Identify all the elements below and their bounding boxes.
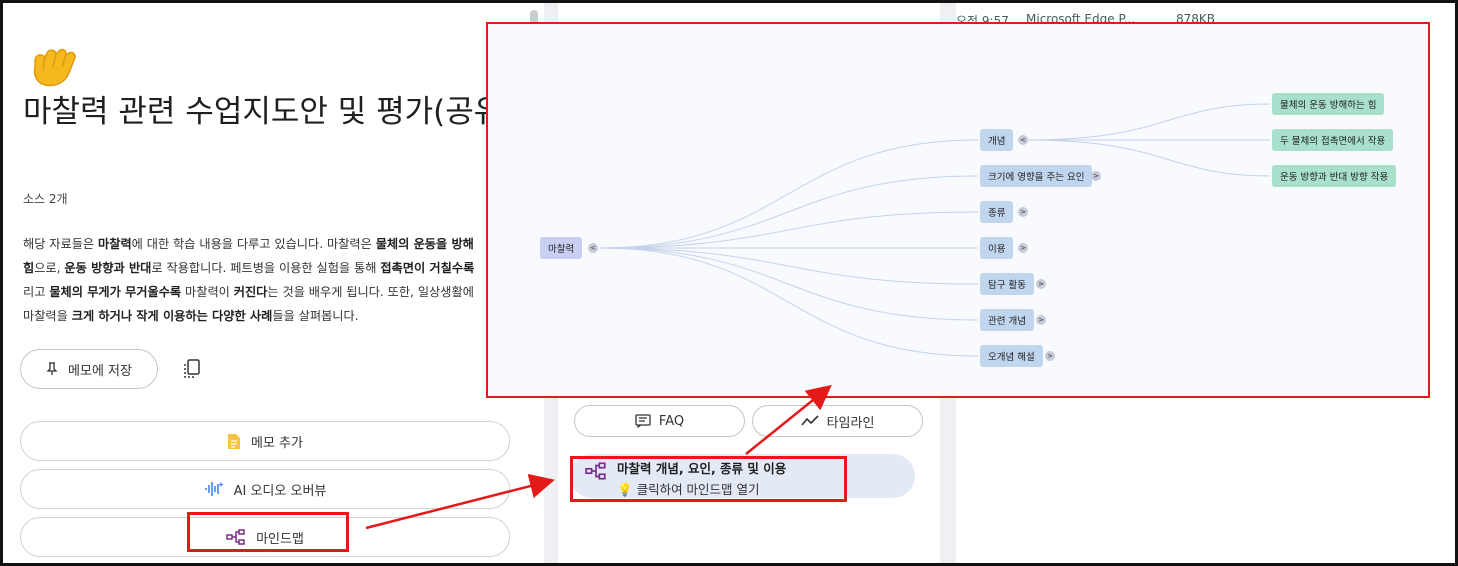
save-to-memo-button[interactable]: 메모에 저장: [20, 349, 158, 389]
annotation-box-mindmap-card: [570, 456, 847, 502]
mindmap-branch-related[interactable]: 관련 개념: [980, 309, 1034, 331]
scrollbar-thumb[interactable]: [530, 10, 538, 26]
factors-expand-toggle[interactable]: >: [1091, 171, 1101, 181]
mindmap-branch-types[interactable]: 종류: [980, 201, 1014, 223]
mindmap-branch-concept[interactable]: 개념: [980, 129, 1014, 151]
mindmap-card-icon: [585, 462, 606, 480]
mindmap-icon: [226, 529, 245, 545]
misconceptions-expand-toggle[interactable]: >: [1045, 351, 1055, 361]
notebook-panel: 마찰력 관련 수업지도안 및 평가(공유용) 소스 2개 해당 자료들은 마찰력…: [3, 3, 543, 563]
summary-text: 는 것을 배우게 됩니다. 또한, 일상생활에: [267, 285, 474, 299]
notebook-title: 마찰력 관련 수업지도안 및 평가(공유용): [23, 94, 543, 130]
audio-overview-label: AI 오디오 오버뷰: [233, 483, 327, 499]
mindmap-branch-inquiry[interactable]: 탐구 활동: [980, 273, 1034, 295]
summary-bold-text: 물체의 무게가 무거울수록: [49, 285, 182, 299]
summary-text: 마찰력이: [181, 285, 234, 299]
related-expand-toggle[interactable]: >: [1036, 315, 1046, 325]
mindmap-card-subtitle: 💡 클릭하여 마인드맵 열기: [617, 479, 760, 498]
mindmap-connectors: [599, 103, 1271, 357]
audio-wave-icon: [204, 482, 224, 496]
sources-count: 소스 2개: [23, 192, 68, 206]
summary-line: 해당 자료들은 마찰력에 대한 학습 내용을 다루고 있습니다. 마찰력은 물체…: [23, 232, 543, 256]
mindmap-branch-factors[interactable]: 크기에 영향을 주는 요인: [980, 165, 1093, 187]
faq-button[interactable]: FAQ: [574, 405, 745, 437]
audio-overview-button[interactable]: AI 오디오 오버뷰: [20, 469, 510, 509]
annotation-box-mindmap-button: [187, 512, 349, 552]
summary-bold-text: 운동 방향과 반대: [64, 261, 152, 275]
summary-bold-text: 커진다: [233, 285, 268, 299]
summary-text: 해당 자료들은: [23, 237, 99, 251]
mindmap-card-title: 마찰력 개념, 요인, 종류 및 이용: [617, 461, 787, 476]
summary-text: 들을 살펴봅니다.: [272, 309, 359, 323]
mindmap-popup: 마찰력 < 개념 < 크기에 영향을 주는 요인 > 종류 > 이용 > 탐구 …: [486, 22, 1430, 398]
timeline-label: 타임라인: [826, 415, 875, 431]
mindmap-leaf-hinders-motion[interactable]: 물체의 운동 방해하는 힘: [1272, 93, 1385, 115]
types-expand-toggle[interactable]: >: [1018, 207, 1028, 217]
mindmap-branch-misconceptions[interactable]: 오개념 해설: [980, 345, 1043, 367]
hand-emoji-icon: [33, 48, 76, 87]
mindmap-leaf-contact-surface[interactable]: 두 물체의 접촉면에서 작용: [1272, 129, 1394, 151]
note-icon: [228, 433, 240, 449]
summary-text: 으로,: [34, 261, 65, 275]
notebook-summary: 해당 자료들은 마찰력에 대한 학습 내용을 다루고 있습니다. 마찰력은 물체…: [23, 232, 543, 328]
faq-label: FAQ: [658, 413, 685, 429]
uses-expand-toggle[interactable]: >: [1018, 243, 1028, 253]
add-memo-button[interactable]: 메모 추가: [20, 421, 510, 461]
summary-bold-text: 크게 하거나 작게 이용하는 다양한 사례: [71, 309, 273, 323]
add-memo-label: 메모 추가: [251, 435, 303, 451]
summary-line: 리고 물체의 무게가 무거울수록 마찰력이 커진다는 것을 배우게 됩니다. 또…: [23, 280, 543, 304]
pin-icon: [46, 362, 58, 375]
summary-line: 힘으로, 운동 방향과 반대로 작용합니다. 페트병을 이용한 실험을 통해 접…: [23, 256, 543, 280]
faq-icon: [635, 414, 651, 428]
mindmap-branch-uses[interactable]: 이용: [980, 237, 1014, 259]
summary-text: 로 작용합니다. 페트병을 이용한 실험을 통해: [151, 261, 381, 275]
mindmap-label: 마인드맵: [256, 531, 304, 547]
summary-text: 에 대한 학습 내용을 다루고 있습니다. 마찰력은: [131, 237, 376, 251]
summary-bold-text: 물체의 운동을 방해: [375, 237, 474, 251]
mindmap-root-node[interactable]: 마찰력: [540, 237, 583, 259]
timeline-icon: [800, 415, 819, 426]
save-to-memo-label: 메모에 저장: [68, 363, 132, 379]
summary-bold-text: 접촉면이 거칠수록: [380, 261, 475, 275]
mindmap-leaf-opposite-direction[interactable]: 운동 방향과 반대 방향 작용: [1272, 165, 1397, 187]
summary-text: 마찰력을: [23, 309, 72, 323]
copy-icon[interactable]: [180, 357, 204, 381]
mindmap-card[interactable]: [570, 454, 915, 498]
concept-collapse-toggle[interactable]: <: [1018, 135, 1028, 145]
timeline-button[interactable]: 타임라인: [752, 405, 923, 437]
inquiry-expand-toggle[interactable]: >: [1036, 279, 1046, 289]
root-collapse-toggle[interactable]: <: [588, 243, 598, 253]
summary-line: 마찰력을 크게 하거나 작게 이용하는 다양한 사례들을 살펴봅니다.: [23, 304, 543, 328]
summary-text: 리고: [23, 285, 50, 299]
summary-bold-text: 마찰력: [98, 237, 132, 251]
lightbulb-icon: 💡: [617, 482, 633, 497]
summary-bold-text: 힘: [23, 261, 35, 275]
mindmap-card-subtitle-text: 클릭하여 마인드맵 열기: [636, 482, 760, 497]
